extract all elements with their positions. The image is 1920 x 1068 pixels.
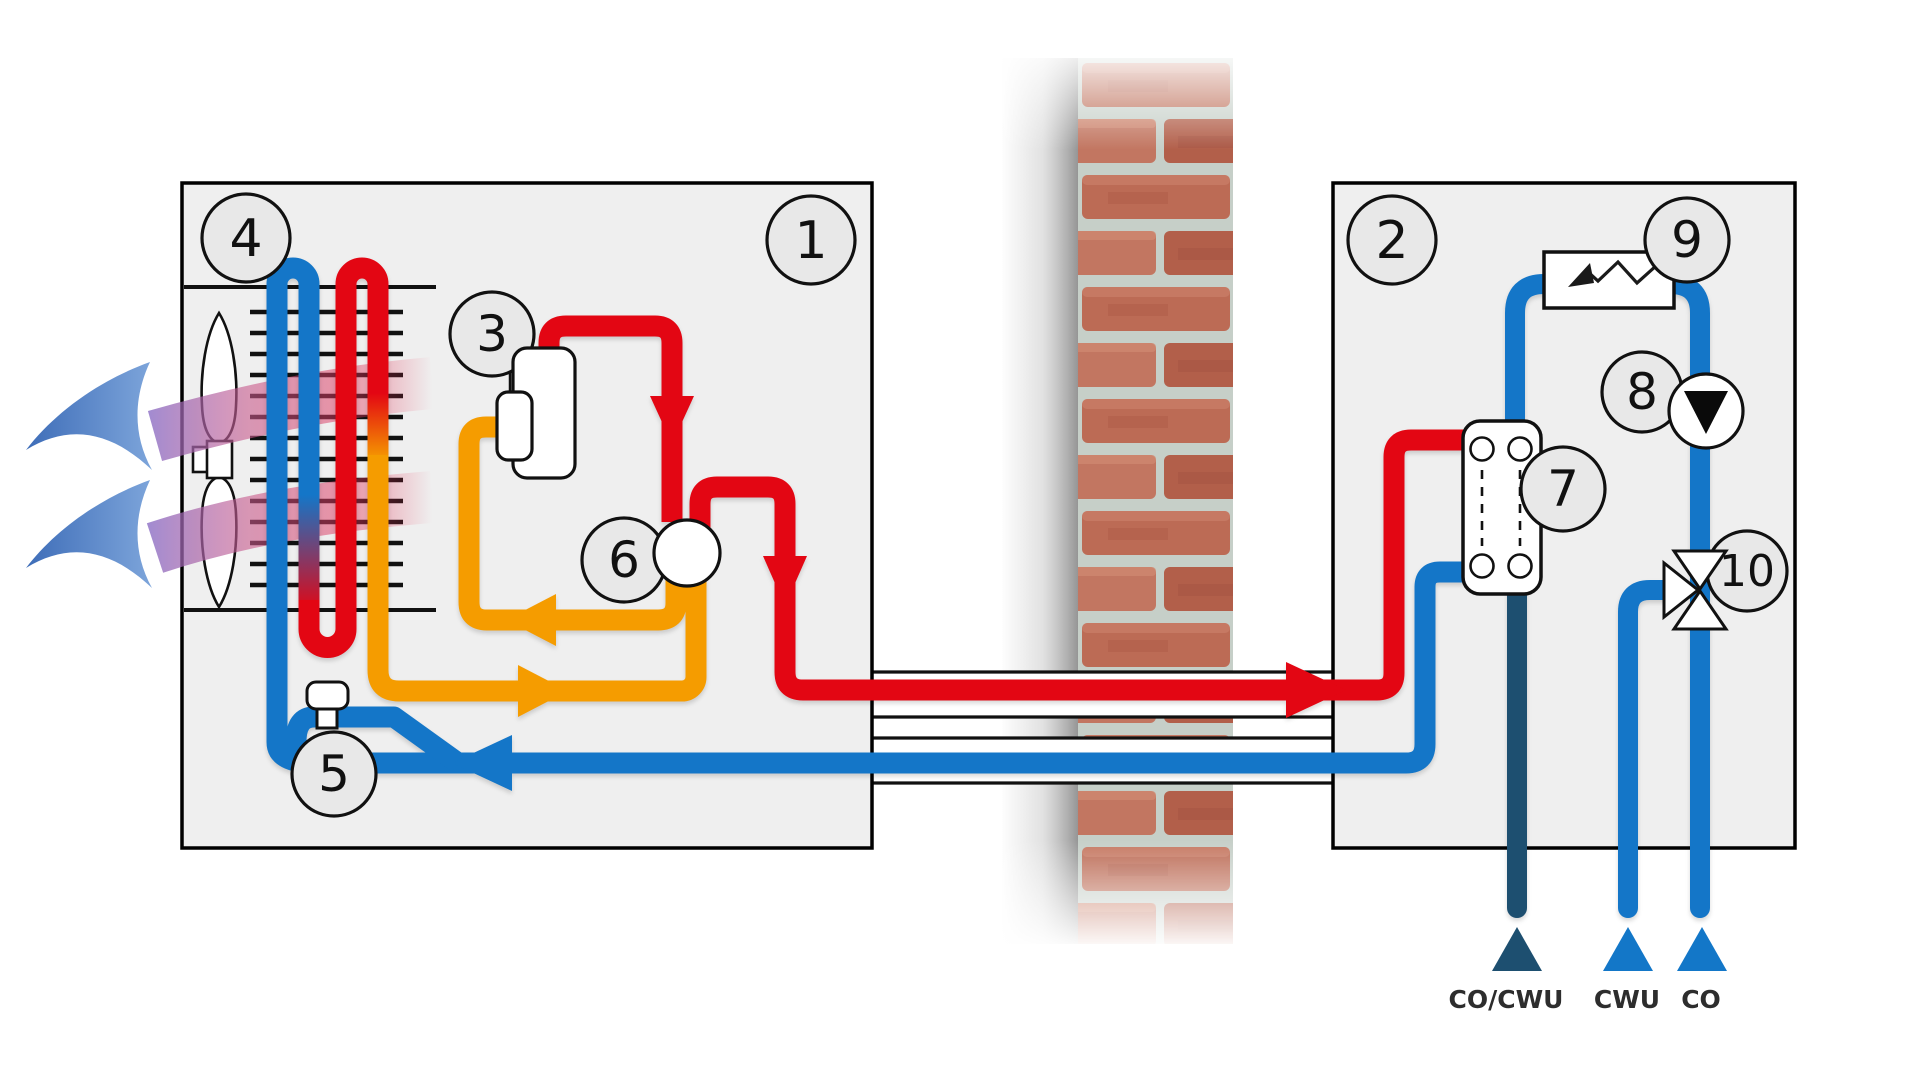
wall-fade-top <box>995 40 1240 150</box>
svg-text:7: 7 <box>1547 460 1579 518</box>
hx-port <box>1507 553 1533 579</box>
compressor-icon <box>495 346 577 480</box>
svg-text:2: 2 <box>1375 211 1408 271</box>
svg-text:3: 3 <box>476 305 508 363</box>
wall-shadow <box>1002 58 1078 944</box>
system-connections: CO/CWU CWU CO <box>1449 927 1727 1014</box>
valve-left-triangle <box>1662 559 1701 621</box>
label-co: CO <box>1681 985 1721 1014</box>
compressor-inlet-chamber <box>495 390 534 462</box>
wall-bricks <box>1078 58 1233 944</box>
heater-zigzag <box>1584 259 1659 286</box>
hot-pipe-discharge <box>538 315 683 522</box>
badge-1: 1 <box>765 194 857 286</box>
wall-fade-bottom <box>995 840 1240 950</box>
hot-pipe-to-indoor <box>689 429 1464 701</box>
pump-rotor-triangle <box>1684 391 1728 434</box>
reversing-valve-icon <box>652 518 722 588</box>
air-arrowhead-bottom <box>26 480 152 588</box>
badge-5: 5 <box>290 730 378 818</box>
badge-10: 10 <box>1705 529 1789 613</box>
brick-wall <box>995 40 1240 950</box>
valve-top-triangle <box>1671 549 1729 592</box>
hx-port <box>1469 436 1495 462</box>
label-co-cwu: CO/CWU <box>1449 985 1564 1014</box>
coil-hot-legs <box>298 257 389 658</box>
valve-bottom-triangle <box>1671 588 1729 631</box>
cold-pipe-valve-bump <box>285 706 465 772</box>
label-cwu: CWU <box>1594 985 1660 1014</box>
air-arrowhead-top <box>26 362 152 470</box>
badge-3: 3 <box>448 290 536 378</box>
badge-4: 4 <box>200 192 292 284</box>
flow-arrow-left-cold <box>452 735 512 791</box>
expansion-valve-bonnet <box>305 680 350 711</box>
badge-2: 2 <box>1346 194 1438 286</box>
hx-port <box>1507 436 1533 462</box>
co-arrow <box>1677 927 1727 971</box>
badge-8: 8 <box>1600 350 1684 434</box>
svg-text:9: 9 <box>1671 211 1703 269</box>
badge-7: 7 <box>1519 445 1607 533</box>
hx-port <box>1469 553 1495 579</box>
cwu-arrow <box>1603 927 1653 971</box>
svg-text:4: 4 <box>229 209 262 269</box>
suction-pipe-to-compressor <box>458 416 687 631</box>
svg-text:10: 10 <box>1719 546 1775 597</box>
flow-arrow-right-hot <box>1286 662 1346 718</box>
flow-arrow-right-suction <box>518 665 568 717</box>
plate-heat-exchanger-icon <box>1461 419 1543 596</box>
co-cwu-arrow <box>1492 927 1542 971</box>
three-way-valve-icon <box>1662 549 1729 631</box>
flow-arrow-down-2 <box>763 556 807 606</box>
cwu-pipe <box>1618 580 1676 918</box>
heater-arrowhead <box>1568 263 1594 287</box>
badge-6: 6 <box>580 516 668 604</box>
badge-9: 9 <box>1643 196 1731 284</box>
flow-arrow-down-1 <box>650 396 694 444</box>
circulation-pump-icon <box>1667 372 1745 450</box>
flow-arrow-left-suction <box>506 594 556 646</box>
svg-text:6: 6 <box>608 531 640 589</box>
svg-text:8: 8 <box>1626 363 1658 421</box>
svg-text:1: 1 <box>794 211 827 271</box>
svg-text:5: 5 <box>318 745 350 803</box>
expansion-valve-icon <box>305 680 350 730</box>
